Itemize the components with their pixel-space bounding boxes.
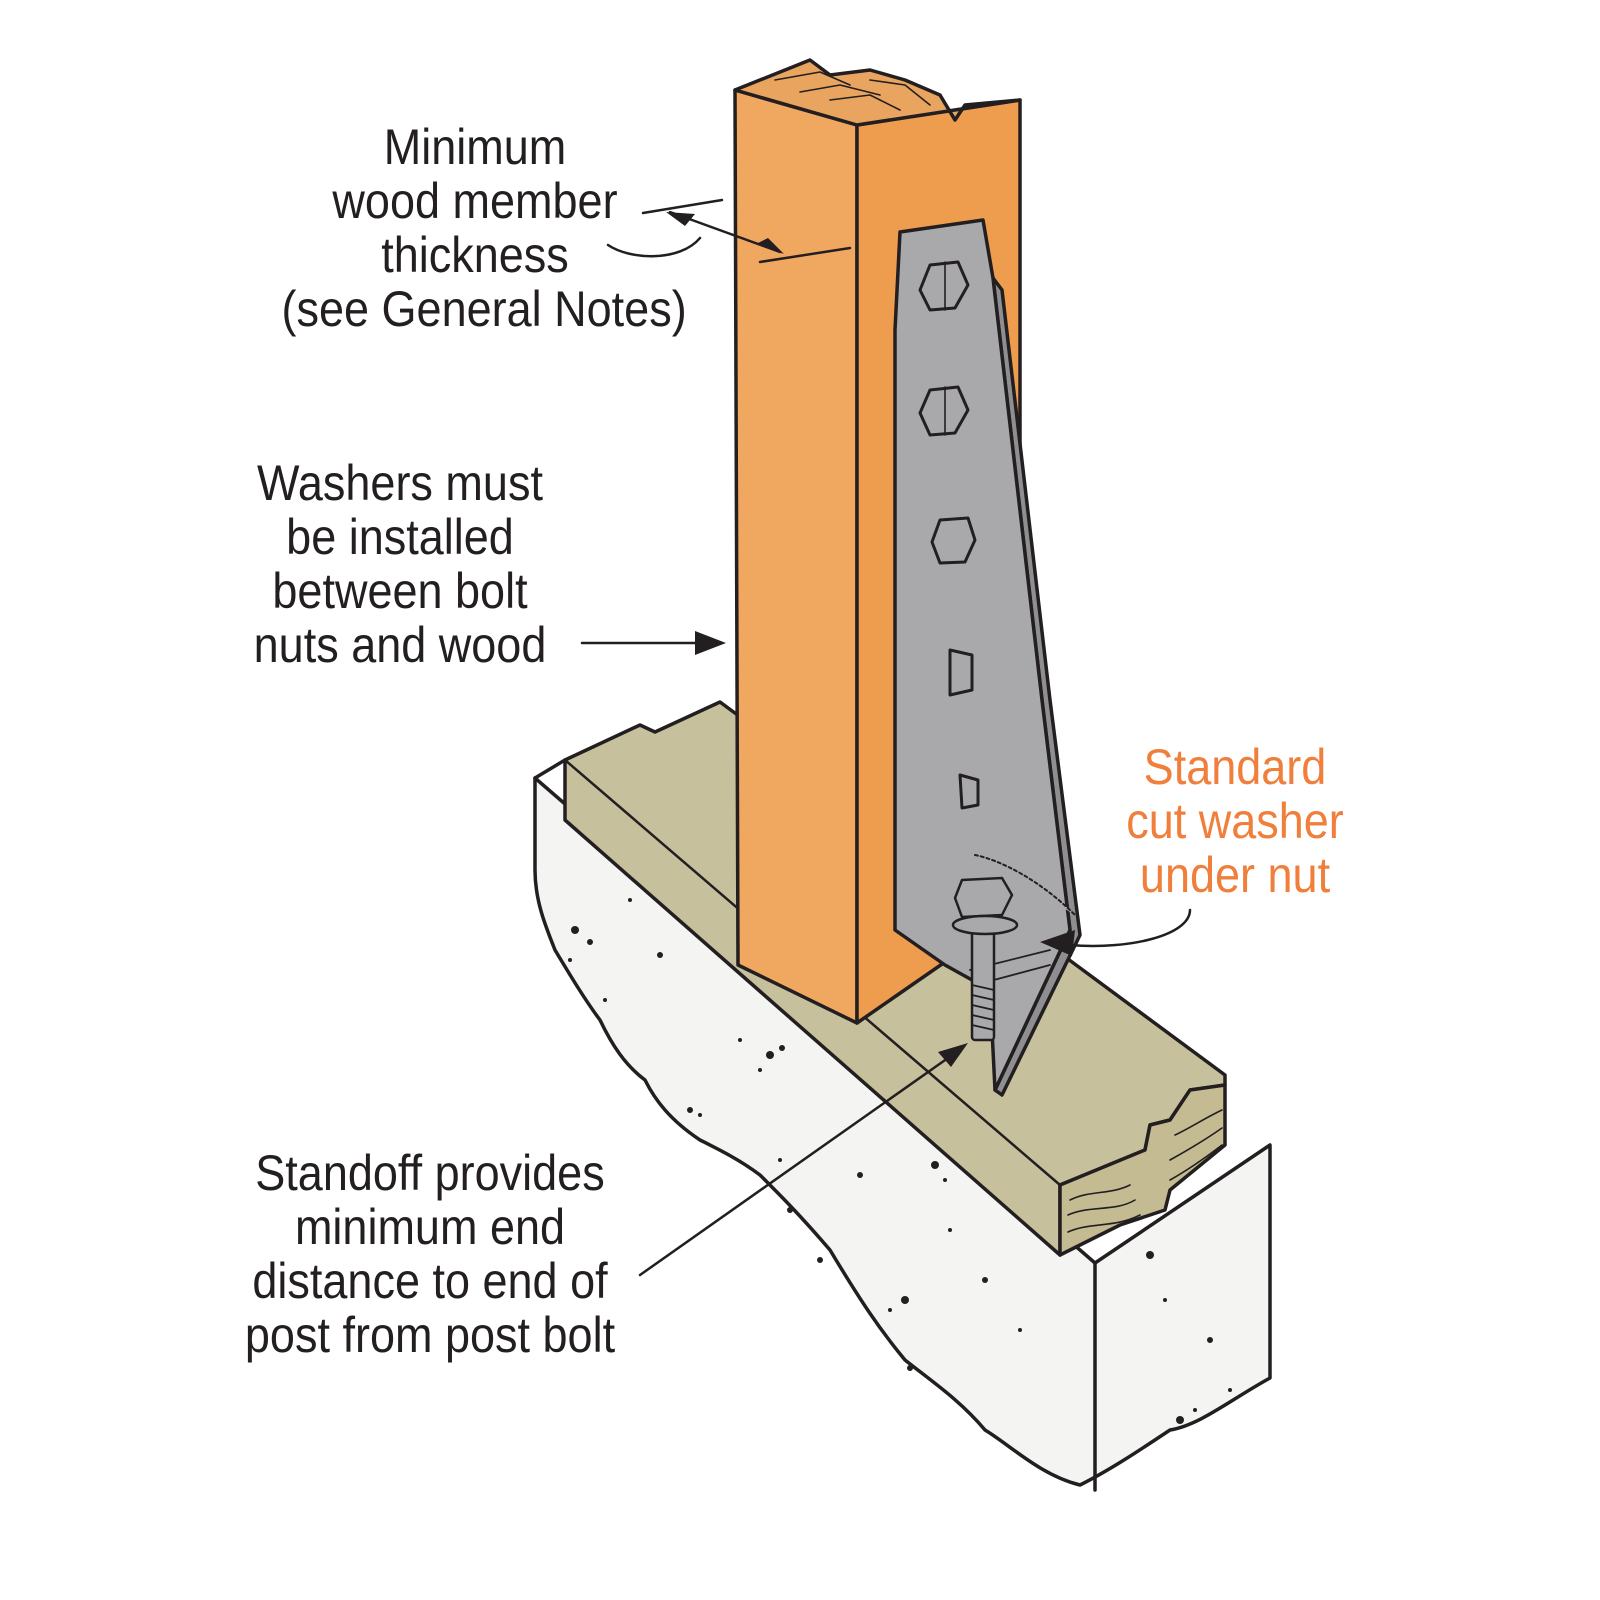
hex-nut-icon (948, 648, 974, 697)
callout-line: under nut (1139, 847, 1331, 903)
thickness-dimension (606, 198, 852, 264)
hex-nut-icon (930, 516, 977, 565)
concrete-texture (568, 898, 1232, 1424)
arrowhead-icon (1040, 930, 1075, 956)
callout-line: nuts and wood (253, 617, 547, 673)
callout-line: cut washer (1126, 793, 1344, 849)
arrowheads (666, 212, 1075, 1067)
arrowhead-icon (938, 1043, 968, 1067)
hex-nut-icon (918, 385, 970, 437)
steel-bracket (893, 218, 1082, 1097)
callout-line: between bolt (272, 563, 528, 619)
bolt-nuts (918, 260, 980, 810)
arrowhead-icon (756, 238, 784, 254)
anchor-bolt (951, 854, 1076, 1042)
callout-line: be installed (286, 509, 514, 565)
leader-lines (580, 641, 1192, 1277)
cut-washer-callout: Standard cut washer under nut (1100, 740, 1370, 902)
standoff-callout: Standoff provides minimum end distance t… (232, 1146, 628, 1362)
callout-line: wood member (332, 173, 618, 229)
callout-line: distance to end of (252, 1253, 608, 1309)
wood-thickness-callout: Minimum wood member thickness (see Gener… (281, 119, 687, 337)
callout-line: Washers must (257, 455, 543, 511)
callout-line: Standoff provides (255, 1145, 605, 1201)
arrowhead-icon (695, 631, 726, 655)
callout-line: (see General Notes) (281, 281, 687, 337)
arrowhead-icon (666, 212, 695, 226)
hex-nut-icon (958, 773, 980, 810)
washers-callout: Washers must be installed between bolt n… (238, 456, 562, 672)
callout-line: Standard (1143, 739, 1327, 795)
callout-line: Minimum (383, 119, 567, 175)
hex-nut-icon (918, 260, 970, 312)
callout-line: thickness (381, 227, 569, 283)
callout-line: minimum end (294, 1199, 566, 1255)
callout-line: post from post bolt (244, 1307, 616, 1363)
